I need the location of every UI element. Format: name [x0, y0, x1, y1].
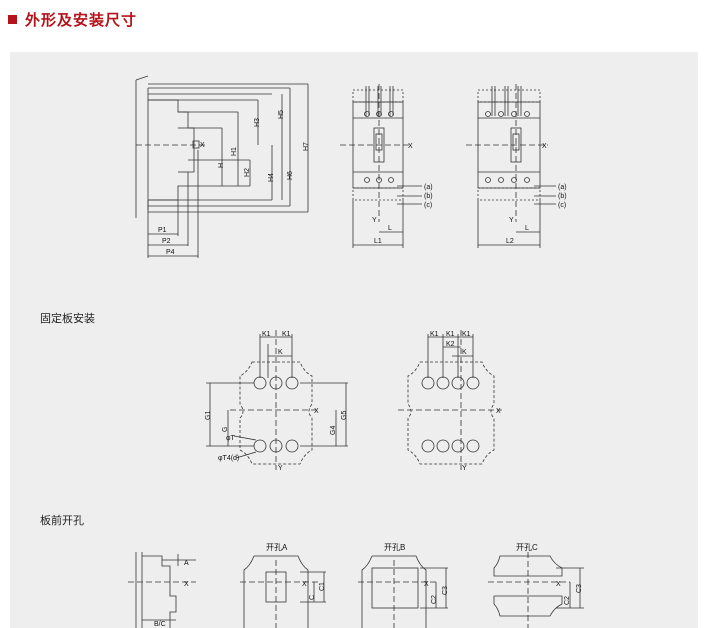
- label-mount3-y: Y: [278, 465, 283, 472]
- label-cutout-b-title: 开孔B: [384, 543, 405, 552]
- label-side-b-a: (a): [558, 184, 567, 191]
- label-h7: H7: [303, 142, 310, 151]
- label-g4: G4: [330, 426, 337, 435]
- label-cutout-a-c: C: [309, 595, 316, 600]
- label-side-a-b: (b): [424, 193, 433, 200]
- cutout-side-drawing: A X B/C: [128, 552, 196, 628]
- label-h3: H3: [254, 118, 261, 127]
- label-mount4-k2: K2: [446, 341, 455, 348]
- label-mount4-x: X: [496, 408, 501, 415]
- page-header: 外形及安装尺寸: [8, 6, 137, 32]
- mounting-4p-drawing: K1 K1 K1 K2 K X Y: [398, 330, 502, 472]
- label-mount4-k1b: K1: [446, 331, 455, 338]
- mounting-3p-drawing: K1 K1 K X Y G1 G G4 G5 φT φT4(d): [205, 330, 348, 472]
- page-title: 外形及安装尺寸: [25, 11, 138, 29]
- label-mount3-x: X: [314, 408, 319, 415]
- label-phi-t4: φT4(d): [218, 455, 239, 462]
- label-side-a-l: L: [388, 225, 392, 232]
- label-g: G: [222, 427, 229, 432]
- label-cutout-side-x: X: [184, 581, 189, 588]
- label-side-a-x: X: [408, 143, 413, 150]
- section-title-fixed-plate: 固定板安装: [40, 313, 95, 325]
- label-mount4-k1a: K1: [430, 331, 439, 338]
- label-side-b-l: L: [525, 225, 529, 232]
- label-h2: H2: [244, 168, 251, 177]
- section-title-front-cutout: 板前开孔: [40, 515, 84, 527]
- cutout-c-drawing: 开孔C X C2 C3: [488, 543, 584, 628]
- side-view-3p-drawing: X Y (a) (b) (c) L L1: [340, 84, 433, 248]
- label-side-b-y: Y: [509, 217, 514, 224]
- label-g5: G5: [341, 411, 348, 420]
- label-side-b-c: (c): [558, 202, 566, 209]
- label-side-a-c: (c): [424, 202, 432, 209]
- label-side-a-y: Y: [372, 217, 377, 224]
- label-mount4-y: Y: [462, 465, 467, 472]
- label-cutout-c-title: 开孔C: [516, 543, 538, 552]
- label-side-b-b: (b): [558, 193, 567, 200]
- title-square-icon: [8, 14, 17, 24]
- label-cutout-side-bc: B/C: [154, 621, 166, 628]
- label-p2: P2: [162, 238, 171, 245]
- label-mount3-k1b: K1: [282, 331, 291, 338]
- drawing-panel: [10, 52, 698, 628]
- label-h1: H1: [231, 147, 238, 156]
- side-view-4p-drawing: X Y (a) (b) (c) L L2: [466, 84, 567, 248]
- label-cutout-b-c2: C2: [431, 595, 438, 604]
- label-cutout-c-x: X: [556, 581, 561, 588]
- label-cutout-b-c3: C3: [442, 586, 449, 595]
- label-cutout-a-title: 开孔A: [266, 543, 288, 552]
- label-cutout-c-c2: C2: [564, 596, 571, 605]
- label-front-x: X: [200, 142, 205, 149]
- label-mount4-k1c: K1: [462, 331, 471, 338]
- label-h4: H4: [268, 173, 275, 182]
- label-h: H: [218, 163, 225, 168]
- label-h5: H5: [278, 110, 285, 119]
- label-cutout-side-a: A: [184, 560, 189, 567]
- label-cutout-a-c1: C1: [319, 582, 326, 591]
- label-h6: H6: [287, 171, 294, 180]
- cutout-a-drawing: 开孔A X C C1: [240, 543, 326, 628]
- label-side-a-a: (a): [424, 184, 433, 191]
- label-mount3-k1a: K1: [262, 331, 271, 338]
- label-p1: P1: [158, 227, 167, 234]
- label-p4: P4: [166, 249, 175, 256]
- cutout-b-drawing: 开孔B X C2 C3: [358, 543, 449, 628]
- label-g1: G1: [205, 411, 212, 420]
- label-side-b-x: X: [542, 143, 547, 150]
- front-view-drawing: X H H1 H2 H3 H4 H5 H6 H7 P1 P2 P4: [135, 75, 310, 258]
- label-l2: L2: [506, 238, 514, 245]
- label-l1: L1: [374, 238, 382, 245]
- label-phi-t: φT: [226, 435, 236, 442]
- label-cutout-a-x: X: [302, 581, 307, 588]
- label-mount3-k: K: [278, 349, 283, 356]
- label-cutout-c-c3: C3: [576, 584, 583, 593]
- label-mount4-k: K: [462, 349, 467, 356]
- label-cutout-b-x: X: [424, 581, 429, 588]
